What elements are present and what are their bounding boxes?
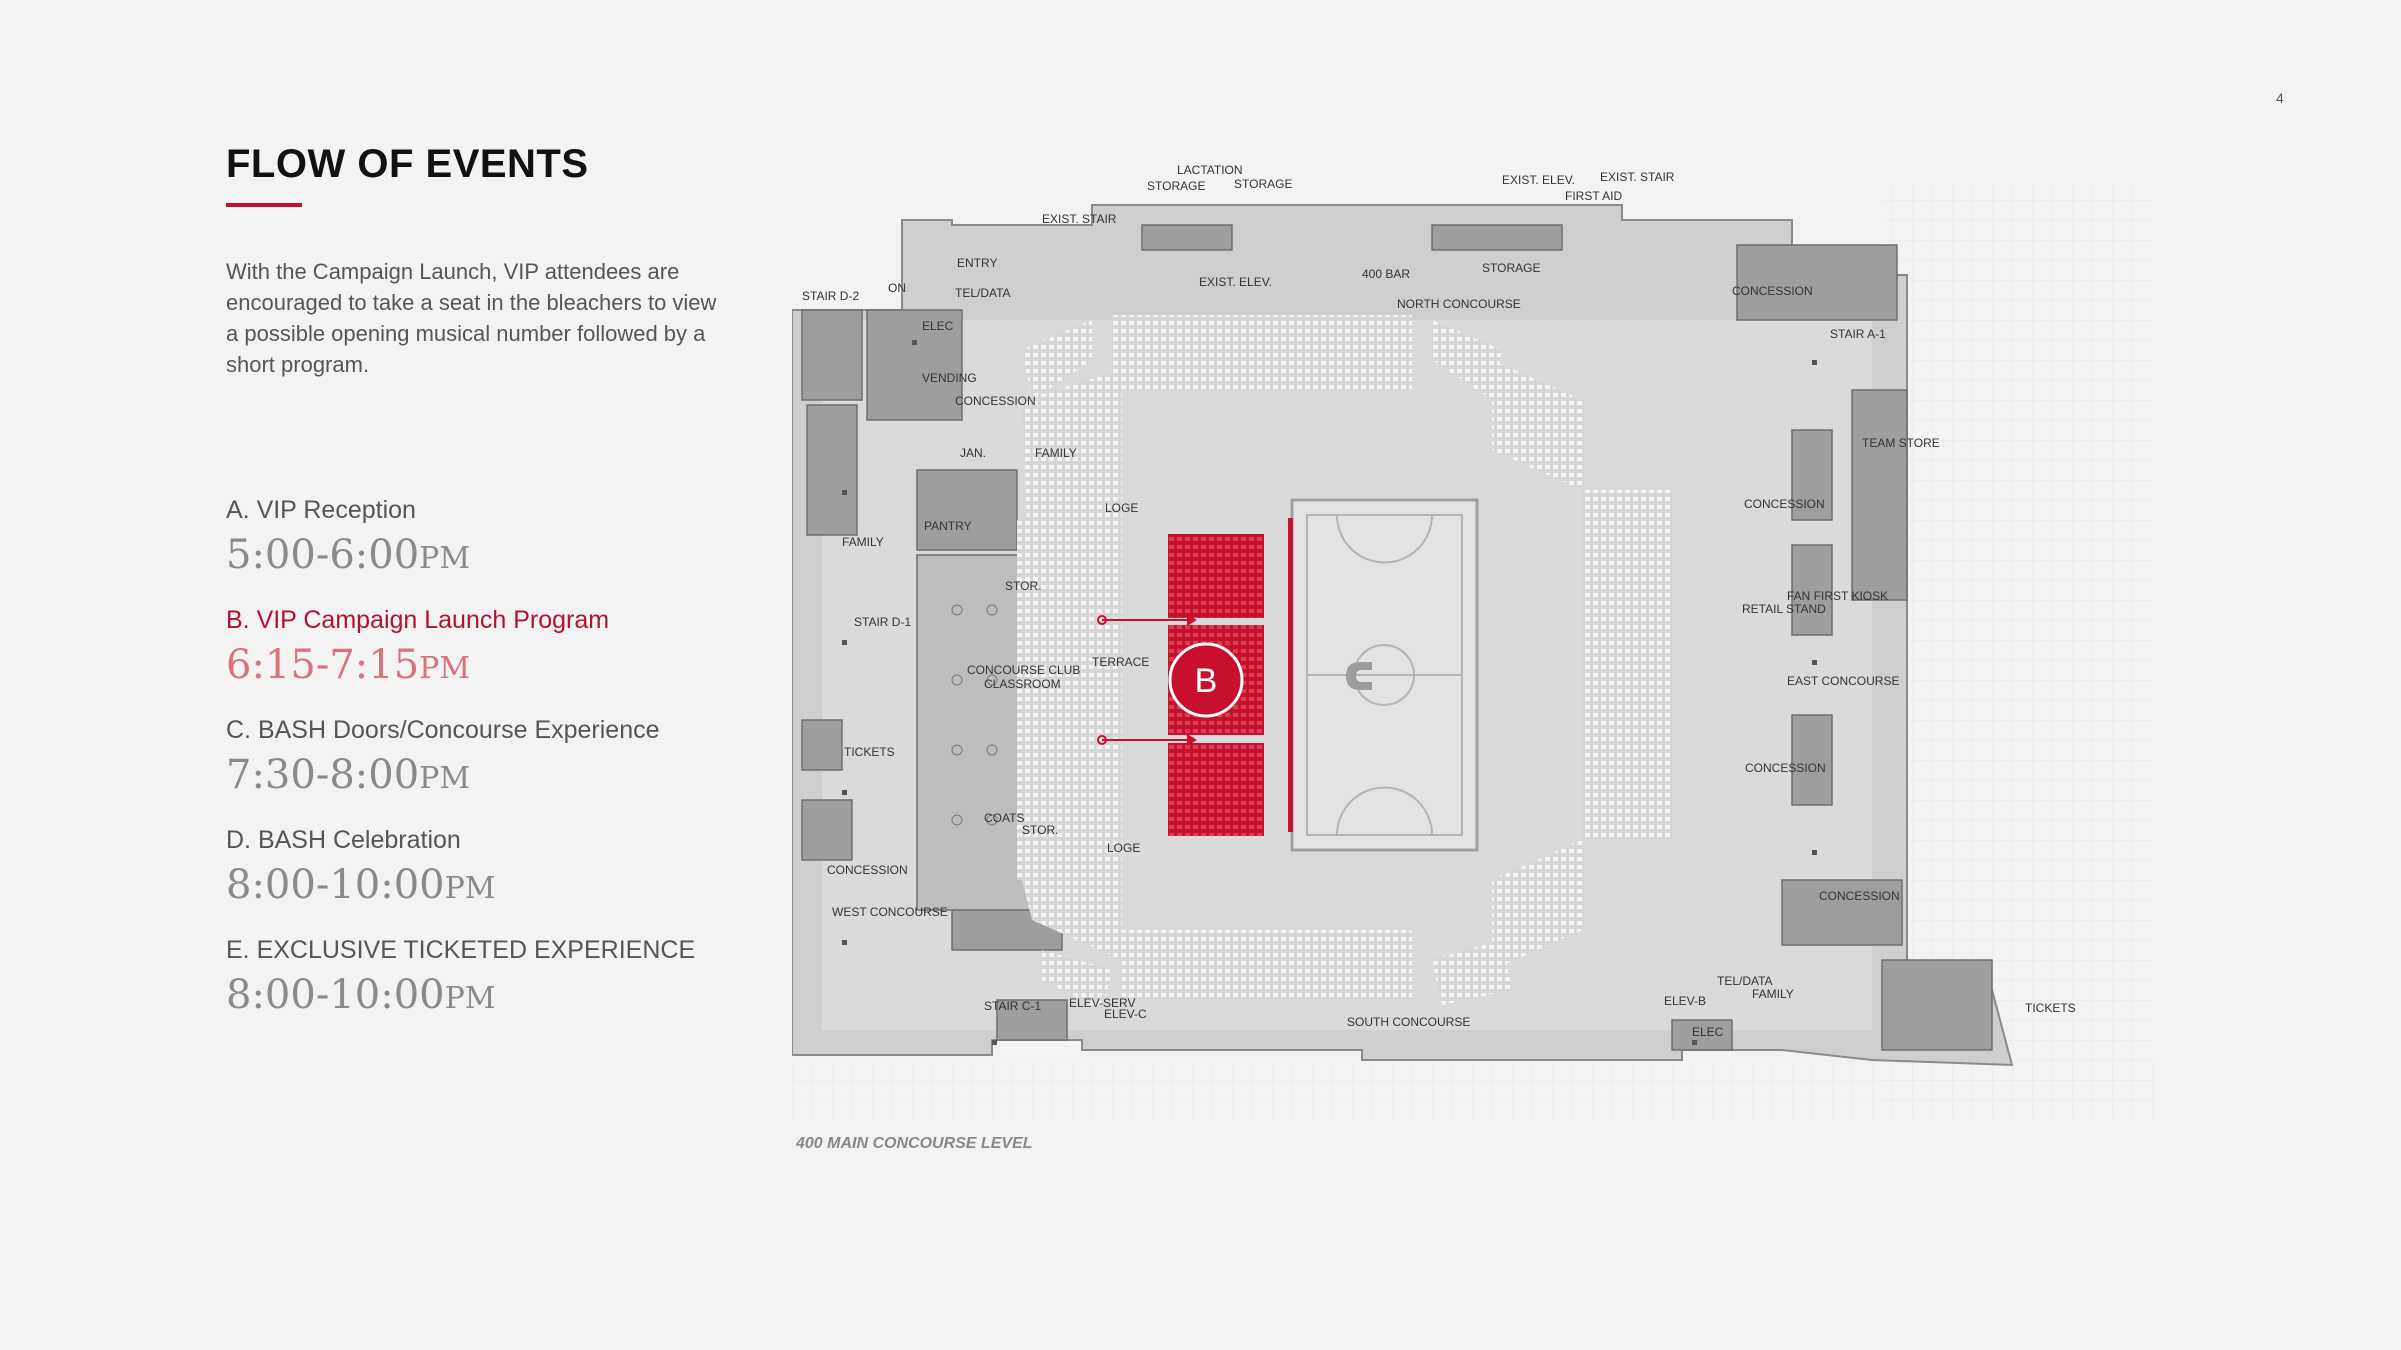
arena-floor-plan: B LACTATION STORAGE STORAGE EXIST. STAIR…	[792, 163, 2154, 1120]
map-caption: 400 MAIN CONCOURSE LEVEL	[796, 1135, 1033, 1152]
room-labels: LACTATION STORAGE STORAGE EXIST. STAIR E…	[802, 163, 2076, 1039]
label-family: FAMILY	[842, 535, 884, 549]
label-pantry: PANTRY	[924, 519, 972, 533]
rooms	[801, 224, 1993, 1051]
label-entry: ENTRY	[957, 256, 997, 270]
event-time-suffix: PM	[419, 541, 471, 576]
marker-b-label: B	[1195, 662, 1218, 700]
label-bar: 400 BAR	[1362, 267, 1410, 281]
label-exist-stair: EXIST. STAIR	[1600, 170, 1675, 184]
label-elev-c: ELEV-C	[1104, 1007, 1147, 1021]
structural-columns	[842, 340, 1817, 1045]
label-storage: STORAGE	[1147, 179, 1205, 193]
label-elev-serv: ELEV-SERV	[1069, 996, 1135, 1010]
label-classroom: CLASSROOM	[984, 677, 1061, 691]
event-item: C. BASH Doors/Concourse Experience 7:30-…	[226, 712, 786, 822]
label-stair-c1: STAIR C-1	[984, 999, 1041, 1013]
label-concession: CONCESSION	[1732, 284, 1813, 298]
label-west-concourse: WEST CONCOURSE	[832, 905, 948, 919]
intro-paragraph: With the Campaign Launch, VIP attendees …	[226, 259, 717, 377]
event-time-range: 8:00-10:00	[226, 862, 445, 908]
event-time: 8:00-10:00PM	[226, 968, 786, 1022]
label-on: ON	[888, 281, 906, 295]
label-vending: VENDING	[922, 371, 977, 385]
label-team-store: TEAM STORE	[1862, 436, 1940, 450]
label-east-concourse: EAST CONCOURSE	[1787, 674, 1899, 688]
label-stair-a1: STAIR A-1	[1830, 327, 1886, 341]
page-title: FLOW OF EVENTS	[226, 142, 589, 186]
label-stair-d1: STAIR D-1	[854, 615, 911, 629]
label-storage: STORAGE	[1234, 177, 1292, 191]
label-elev-b: ELEV-B	[1664, 994, 1706, 1008]
label-elec: ELEC	[922, 319, 954, 333]
label-concession: CONCESSION	[955, 394, 1036, 408]
page-number: 4	[2276, 90, 2284, 106]
exterior-grid-south	[792, 1060, 2154, 1120]
label-tickets: TICKETS	[2025, 1001, 2076, 1015]
event-schedule: A. VIP Reception 5:00-6:00PM B. VIP Camp…	[226, 492, 786, 1042]
label-tel-data: TEL/DATA	[1717, 974, 1773, 988]
event-time: 8:00-10:00PM	[226, 858, 786, 912]
label-exist-stair: EXIST. STAIR	[1042, 212, 1117, 226]
label-storage: STORAGE	[1482, 261, 1540, 275]
label-stor: STOR.	[1005, 579, 1041, 593]
event-time-suffix: PM	[444, 871, 496, 906]
label-fan-first-kiosk: FAN FIRST KIOSK	[1787, 589, 1888, 603]
label-concourse-club: CONCOURSE CLUB	[967, 663, 1080, 677]
event-name: A. VIP Reception	[226, 496, 416, 524]
label-concession: CONCESSION	[827, 863, 908, 877]
event-time: 7:30-8:00PM	[226, 748, 786, 802]
label-concession: CONCESSION	[1744, 497, 1825, 511]
event-time-suffix: PM	[419, 651, 471, 686]
label-stair-d2: STAIR D-2	[802, 289, 859, 303]
label-elec: ELEC	[1692, 1025, 1724, 1039]
label-exist-elev: EXIST. ELEV.	[1502, 173, 1575, 187]
entry-arrows	[1097, 614, 1197, 746]
event-name: B. VIP Campaign Launch Program	[226, 606, 610, 634]
event-time-suffix: PM	[419, 761, 471, 796]
label-tickets: TICKETS	[844, 745, 895, 759]
label-loge: LOGE	[1107, 841, 1140, 855]
event-item: A. VIP Reception 5:00-6:00PM	[226, 492, 786, 602]
title-underline	[226, 203, 302, 207]
event-time-range: 5:00-6:00	[226, 532, 420, 578]
label-first-aid: FIRST AID	[1565, 189, 1622, 203]
label-family: FAMILY	[1752, 987, 1794, 1001]
label-south-concourse: SOUTH CONCOURSE	[1347, 1015, 1470, 1029]
label-concession: CONCESSION	[1745, 761, 1826, 775]
team-logo-icon	[1346, 662, 1372, 690]
marker-b	[1168, 642, 1244, 718]
label-stor: STOR.	[1022, 823, 1058, 837]
label-loge: LOGE	[1105, 501, 1138, 515]
court-markings	[1306, 514, 1463, 836]
label-retail-stand: RETAIL STAND	[1742, 602, 1826, 616]
event-time: 6:15-7:15PM	[226, 638, 786, 692]
label-terrace: TERRACE	[1092, 655, 1149, 669]
event-name: C. BASH Doors/Concourse Experience	[226, 716, 660, 744]
label-coats: COATS	[984, 811, 1024, 825]
event-name: D. BASH Celebration	[226, 826, 461, 854]
label-north-concourse: NORTH CONCOURSE	[1397, 297, 1521, 311]
label-exist-elev: EXIST. ELEV.	[1199, 275, 1272, 289]
seating-bowl	[1017, 315, 1672, 1010]
event-time-suffix: PM	[444, 981, 496, 1016]
vip-seating-highlight	[1168, 518, 1293, 836]
event-time-range: 7:30-8:00	[226, 752, 420, 798]
event-time-range: 8:00-10:00	[226, 972, 445, 1018]
event-time-range: 6:15-7:15	[226, 642, 420, 688]
event-item: E. EXCLUSIVE TICKETED EXPERIENCE 8:00-10…	[226, 932, 786, 1042]
event-item-active: B. VIP Campaign Launch Program 6:15-7:15…	[226, 602, 786, 712]
label-family: FAMILY	[1035, 446, 1077, 460]
event-item: D. BASH Celebration 8:00-10:00PM	[226, 822, 786, 932]
label-jan: JAN.	[960, 446, 986, 460]
label-tel-data: TEL/DATA	[955, 286, 1011, 300]
label-lactation: LACTATION	[1177, 163, 1243, 177]
label-concession: CONCESSION	[1819, 889, 1900, 903]
event-time: 5:00-6:00PM	[226, 528, 786, 582]
event-name: E. EXCLUSIVE TICKETED EXPERIENCE	[226, 936, 696, 964]
